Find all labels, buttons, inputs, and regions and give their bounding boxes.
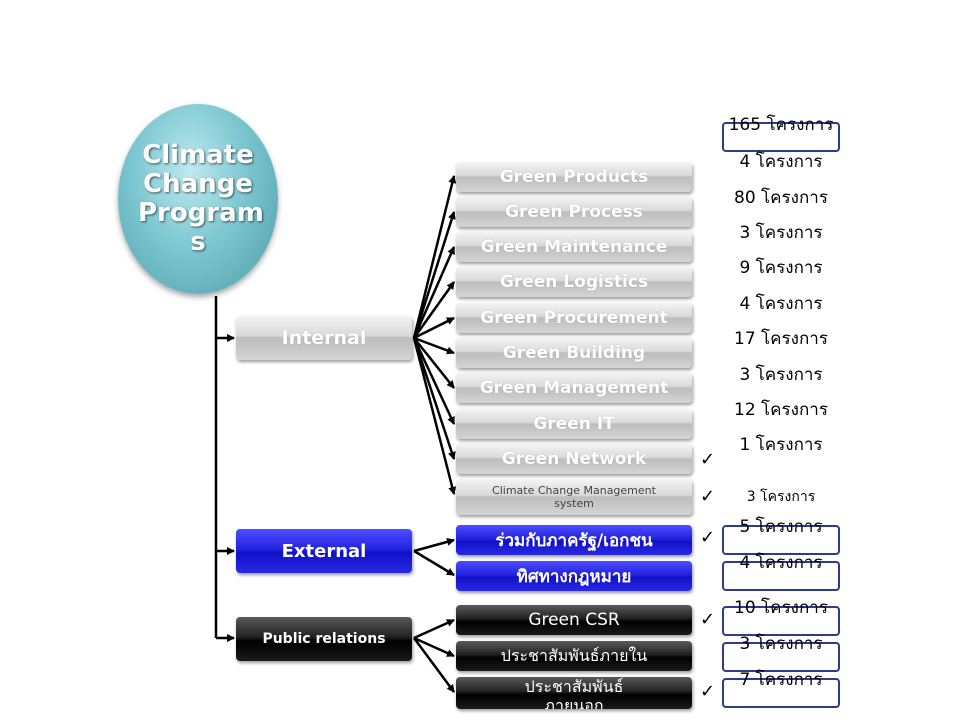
- count-box-external-2: [722, 561, 840, 591]
- item-gov-private-collab: ร่วมกับภาครัฐ/เอกชน: [456, 525, 692, 555]
- root-label: Climate Change Program s: [138, 140, 264, 257]
- item-label: Green Process: [505, 202, 643, 222]
- item-label: Green IT: [533, 414, 615, 434]
- item-green-process: Green Process: [456, 197, 692, 227]
- item-label: Green Products: [499, 167, 649, 187]
- check-icon: ✓: [700, 681, 716, 702]
- count-box-pr-1: [722, 606, 840, 636]
- count-external-pr: 7 โครงการ: [739, 670, 823, 690]
- count-box-total: [722, 122, 840, 152]
- item-label: Green CSR: [528, 610, 620, 630]
- item-green-logistics: Green Logistics: [456, 267, 692, 297]
- item-external-pr: ประชาสัมพันธ์ ภายนอก: [456, 677, 692, 709]
- internal-node: Internal: [236, 316, 412, 360]
- item-label: Green Procurement: [480, 308, 668, 328]
- item-green-products: Green Products: [456, 162, 692, 192]
- item-label: Green Logistics: [499, 272, 649, 292]
- public-relations-node: Public relations: [236, 617, 412, 661]
- item-label: ประชาสัมพันธ์ภายใน: [500, 645, 648, 665]
- count-total: 165 โครงการ: [728, 115, 834, 135]
- item-label: Green Building: [502, 343, 646, 363]
- count-green-process: 80 โครงการ: [734, 188, 828, 208]
- count-box-pr-3: [722, 678, 840, 708]
- item-legal-direction: ทิศทางกฎหมาย: [456, 561, 692, 591]
- count-box-pr-2: [722, 642, 840, 672]
- item-green-building: Green Building: [456, 338, 692, 368]
- check-icon: ✓: [700, 486, 716, 507]
- count-green-management: 3 โครงการ: [739, 365, 823, 385]
- count-green-maintenance: 3 โครงการ: [739, 223, 823, 243]
- external-label: External: [281, 540, 367, 562]
- item-green-csr: Green CSR: [456, 605, 692, 635]
- internal-label: Internal: [281, 327, 367, 349]
- item-label: ร่วมกับภาครัฐ/เอกชน: [495, 530, 653, 551]
- check-icon: ✓: [700, 527, 716, 548]
- count-green-network: 1 โครงการ: [739, 435, 823, 455]
- item-label: Green Network: [501, 449, 647, 469]
- public-relations-fan-arrows: [412, 618, 456, 693]
- item-green-management: Green Management: [456, 373, 692, 403]
- count-internal-pr: 3 โครงการ: [739, 634, 823, 654]
- item-label: Climate Change Management system: [492, 484, 656, 510]
- item-green-network: Green Network: [456, 444, 692, 474]
- count-management-system: 3 โครงการ: [746, 489, 816, 505]
- item-label: ประชาสัมพันธ์ ภายนอก: [524, 677, 624, 709]
- internal-fan-arrows: [412, 175, 457, 495]
- count-green-it: 12 โครงการ: [734, 400, 828, 420]
- climate-change-programs-circle: Climate Change Program s: [118, 104, 278, 294]
- count-box-external-1: [722, 525, 840, 555]
- count-gov-private-collab: 5 โครงการ: [739, 517, 823, 537]
- count-green-building: 17 โครงการ: [734, 329, 828, 349]
- item-green-maintenance: Green Maintenance: [456, 232, 692, 262]
- item-green-procurement: Green Procurement: [456, 303, 692, 333]
- item-label: ทิศทางกฎหมาย: [516, 566, 632, 587]
- public-relations-label: Public relations: [262, 631, 386, 647]
- item-label: Green Maintenance: [480, 237, 668, 257]
- item-green-it: Green IT: [456, 409, 692, 439]
- count-legal-direction: 4 โครงการ: [739, 553, 823, 573]
- count-green-csr: 10 โครงการ: [734, 598, 828, 618]
- count-green-logistics: 9 โครงการ: [739, 258, 823, 278]
- count-green-procurement: 4 โครงการ: [739, 294, 823, 314]
- count-green-products: 4 โครงการ: [739, 152, 823, 172]
- item-climate-change-management-system: Climate Change Management system: [456, 479, 692, 515]
- check-icon: ✓: [700, 449, 716, 470]
- item-label: Green Management: [479, 378, 669, 398]
- external-node: External: [236, 529, 412, 573]
- item-internal-pr: ประชาสัมพันธ์ภายใน: [456, 641, 692, 671]
- check-icon: ✓: [700, 609, 716, 630]
- external-fan-arrows: [413, 537, 455, 577]
